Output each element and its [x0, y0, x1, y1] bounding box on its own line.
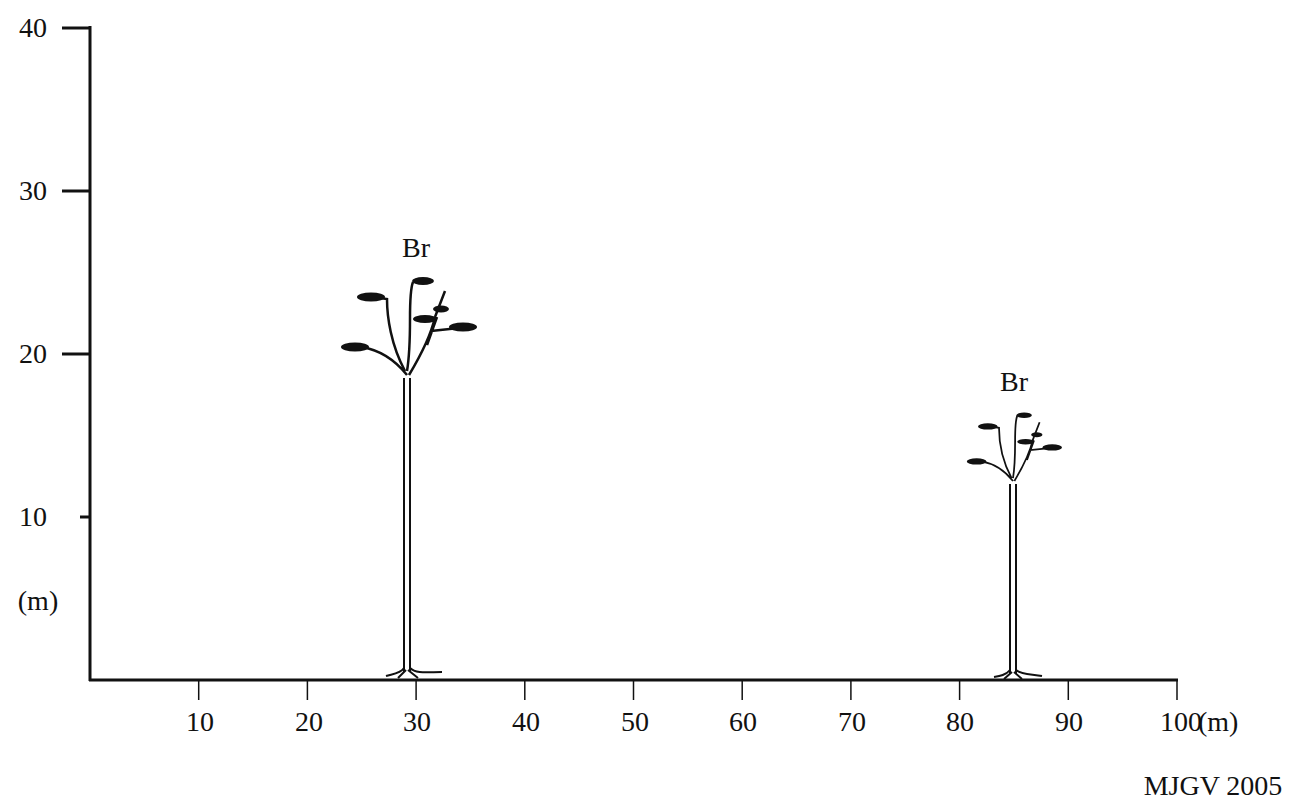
tree-label: Br: [1000, 368, 1028, 396]
y-tick-label: 30: [19, 177, 47, 205]
x-tick-label: 80: [946, 708, 974, 736]
tree-br-2: [967, 412, 1062, 679]
x-tick-label: 30: [403, 708, 431, 736]
x-tick-label: 40: [512, 708, 540, 736]
tree-label: Br: [402, 234, 430, 262]
x-tick-label: 100: [1160, 708, 1202, 736]
x-tick-label: 50: [621, 708, 649, 736]
x-tick: [1176, 680, 1178, 700]
x-tick: [959, 680, 961, 700]
axis-unit: (m): [18, 587, 58, 615]
x-tick-label: 90: [1055, 708, 1083, 736]
axis-unit: (m): [1198, 708, 1238, 736]
x-tick-label: 20: [295, 708, 323, 736]
x-tick: [633, 680, 635, 700]
x-ticks: [199, 680, 1177, 700]
axes: [62, 26, 1178, 681]
tree-br-1: [341, 277, 477, 678]
x-tick-label: 60: [729, 708, 757, 736]
x-tick-label: 70: [838, 708, 866, 736]
x-tick-label: 10: [186, 708, 214, 736]
x-tick: [198, 680, 200, 700]
x-tick: [307, 680, 309, 700]
x-tick: [850, 680, 852, 700]
x-tick: [741, 680, 743, 700]
x-tick: [415, 680, 417, 700]
x-tick: [524, 680, 526, 700]
y-tick-label: 10: [19, 503, 47, 531]
y-tick-label: 20: [19, 340, 47, 368]
x-tick: [1068, 680, 1070, 700]
credit-note: MJGV 2005: [1144, 772, 1283, 800]
y-tick-label: 40: [19, 14, 47, 42]
